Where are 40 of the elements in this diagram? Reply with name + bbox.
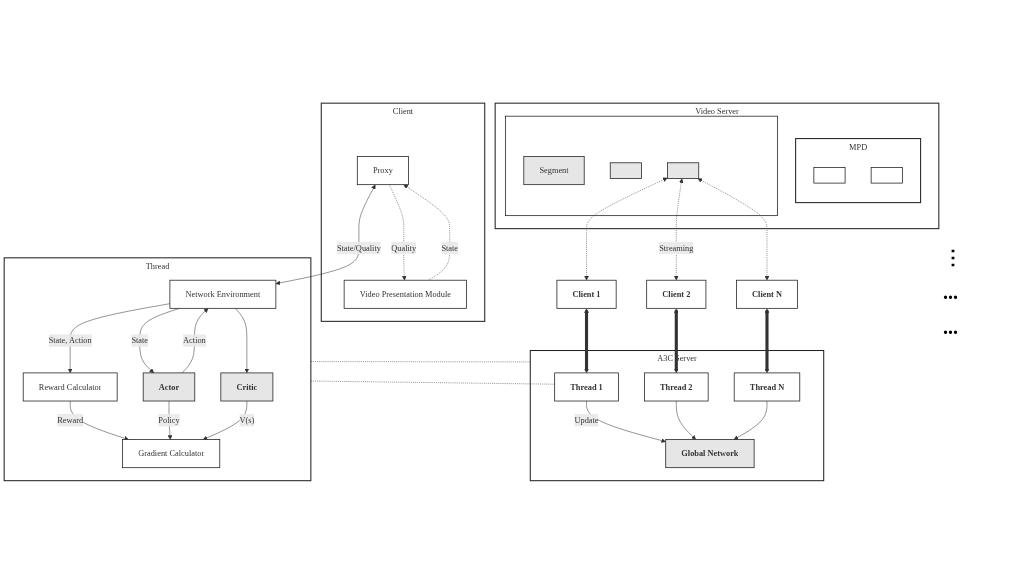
arrow (674, 308, 679, 374)
ellipsis-label: ⋮ (943, 245, 964, 269)
edge-label: State, Action (48, 335, 92, 345)
node-box: Actor (142, 372, 196, 402)
edge-label: Action (183, 335, 206, 345)
node-box: Thread N (733, 372, 801, 402)
edge-label: Update (574, 415, 599, 425)
edge-label: State (441, 243, 459, 253)
node-box: Thread 2 (644, 372, 709, 402)
node-box: Segment (523, 156, 585, 186)
cluster: MPD (795, 138, 922, 204)
ellipsis-label: ... (943, 281, 959, 304)
node-box: Client 1 (556, 279, 617, 309)
node-box (813, 167, 846, 184)
connector (310, 380, 555, 385)
ellipsis-label: ... (943, 316, 959, 339)
node-box: Global Network (665, 439, 755, 469)
node-box: Client N (736, 279, 798, 309)
arrow (584, 308, 589, 374)
node-box: Proxy (356, 156, 409, 186)
node-box: Client 2 (646, 279, 707, 309)
edge-label: V(s) (239, 415, 255, 425)
node-box: Critic (220, 372, 274, 402)
node-box: Thread 1 (554, 372, 619, 402)
connector (310, 361, 531, 363)
node-box (667, 162, 700, 179)
arrow (764, 308, 770, 374)
node-box: Video Presentation Module (343, 279, 467, 309)
node-box: Reward Calculator (22, 372, 118, 402)
edge-label: Quality (391, 243, 417, 253)
edge-label: State (131, 335, 149, 345)
cluster (505, 115, 778, 217)
node-box (609, 162, 642, 179)
edge-label: State/Quality (336, 243, 381, 253)
node-box (870, 167, 903, 184)
edge-label: Policy (158, 415, 180, 425)
edge-label: Streaming (659, 243, 694, 253)
edge-label: Reward (57, 415, 84, 425)
node-box: Network Environment (169, 279, 277, 309)
node-box: Gradient Calculator (122, 439, 221, 469)
